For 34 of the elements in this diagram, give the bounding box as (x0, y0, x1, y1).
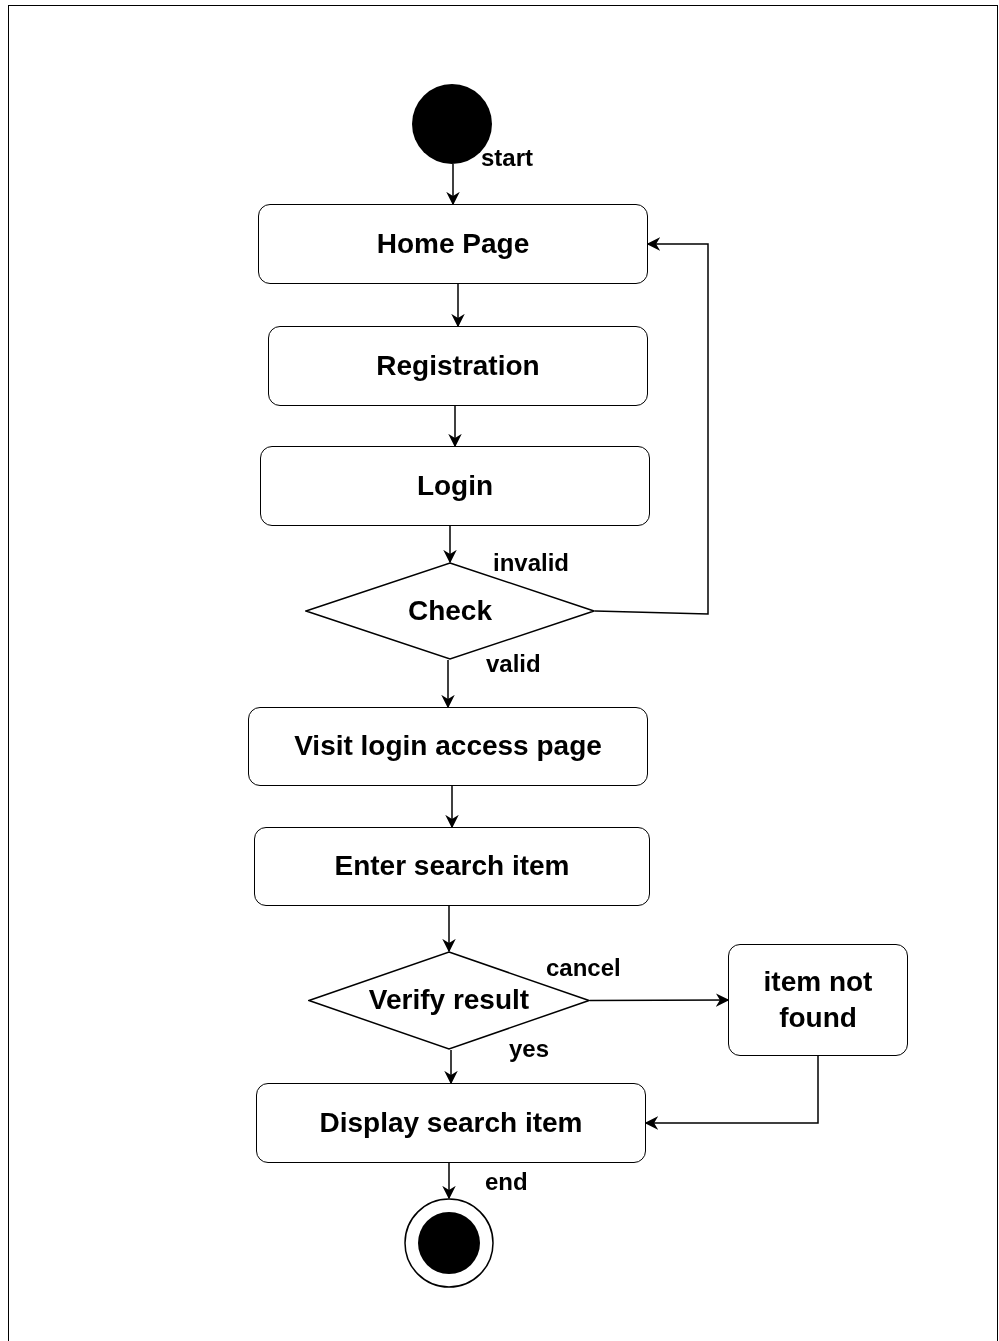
arrow (644, 1055, 819, 1130)
action-box (256, 1083, 646, 1163)
action-box (248, 707, 648, 786)
action-label: Display search item (319, 1105, 583, 1140)
decision-label: Verify result (368, 983, 530, 1018)
arrow (443, 525, 457, 564)
node-caption: end (485, 1170, 528, 1194)
decision-label: Check (407, 593, 492, 628)
arrow (444, 1049, 458, 1085)
node-caption: start (481, 146, 534, 170)
arrow (442, 905, 456, 953)
action-box (728, 944, 908, 1056)
arrow (594, 237, 709, 615)
action-label: Registration (376, 348, 540, 383)
arrow (446, 163, 460, 206)
action-label: Login (416, 468, 494, 503)
edge-label: valid (486, 652, 541, 676)
arrow (445, 785, 459, 829)
action-label: Home Page (376, 226, 530, 261)
edge-label: cancel (546, 956, 621, 980)
action-box (254, 827, 650, 906)
edge-label: invalid (493, 551, 570, 575)
action-box (260, 446, 650, 526)
arrow (451, 283, 465, 328)
arrow (589, 993, 730, 1007)
arrow (442, 1162, 456, 1200)
arrow (448, 405, 462, 448)
action-box (268, 326, 648, 406)
action-label: Visit login access page (294, 729, 602, 764)
arrow (441, 659, 455, 709)
action-label: item not found (762, 964, 874, 1035)
edge-label: yes (509, 1037, 550, 1061)
action-box (258, 204, 648, 284)
action-label: Enter search item (334, 849, 570, 884)
